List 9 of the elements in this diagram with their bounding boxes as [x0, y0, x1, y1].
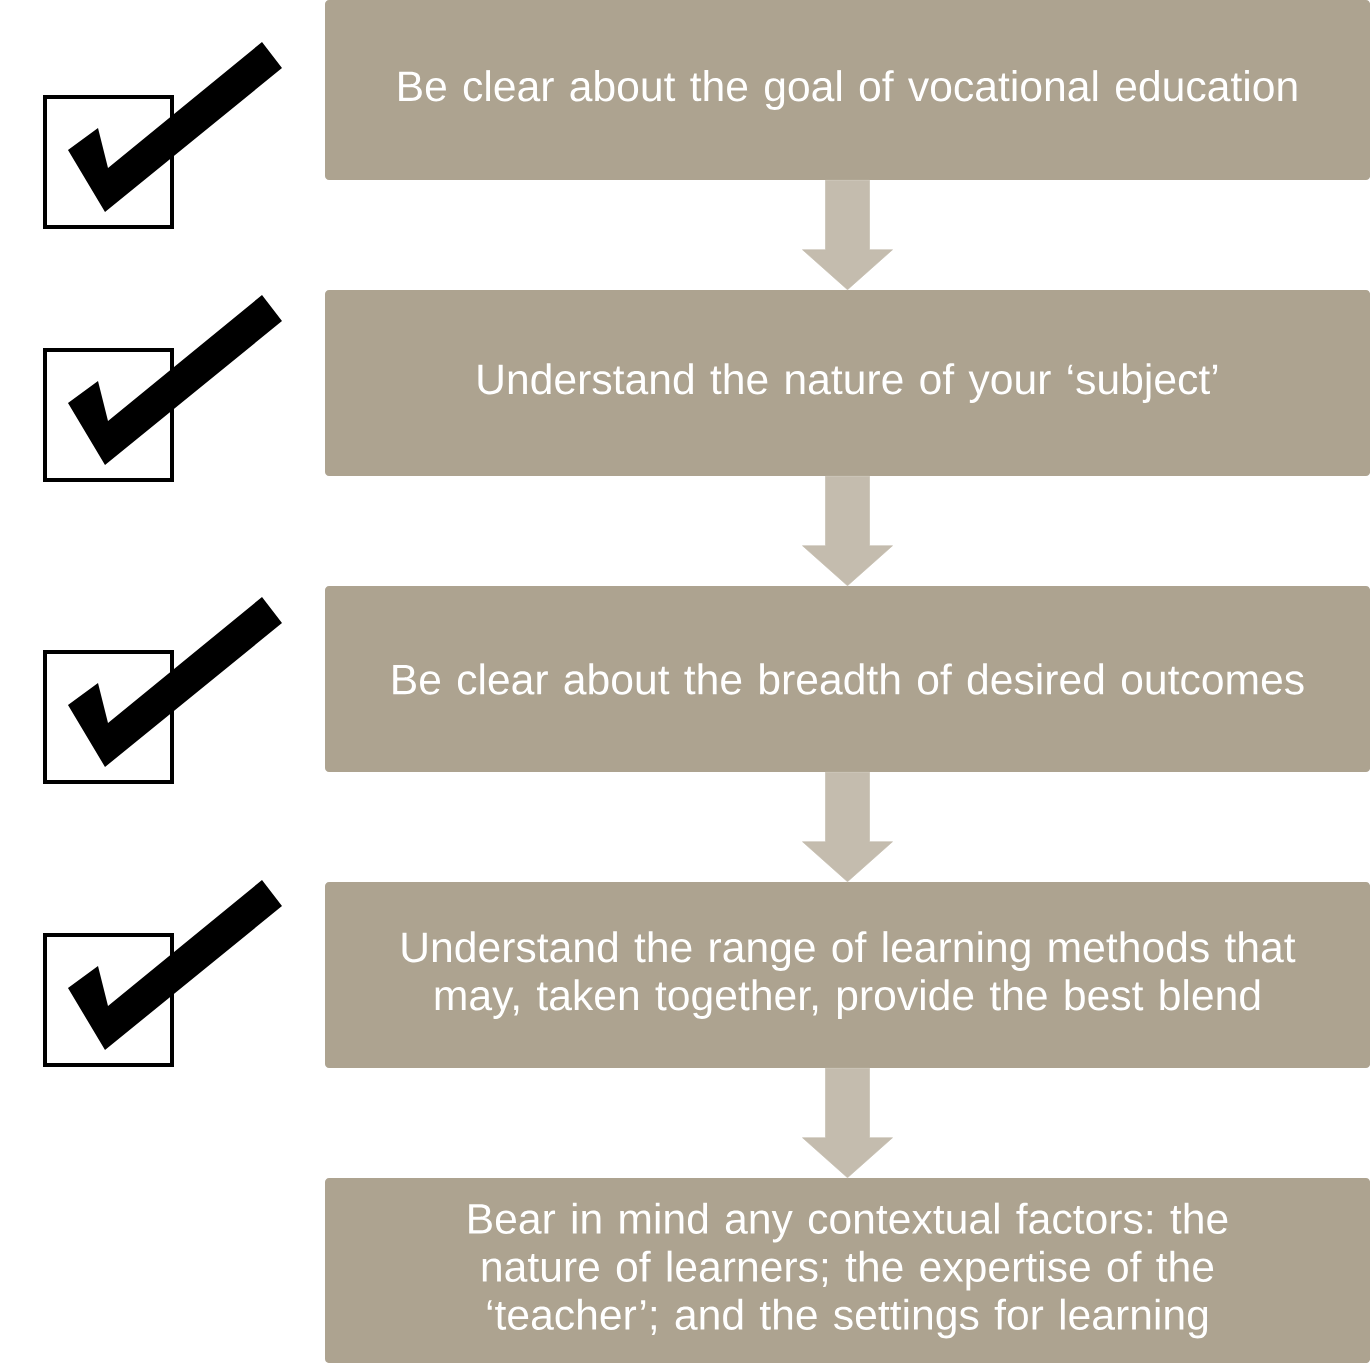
step-box: Understand the nature of your ‘subject’ [325, 290, 1370, 476]
arrow [802, 179, 893, 291]
step-box: Be clear about the breadth of desired outcomes [325, 586, 1370, 772]
step-box: Be clear about the goal of vocational education [325, 0, 1370, 180]
step-box: Bear in mind any contextual factors: the nature of learners; the expertise of the ‘teacher’; and the settings for learning [325, 1178, 1370, 1363]
step-box: Understand the range of learning methods that may, taken together, provide the best blend [325, 882, 1370, 1068]
arrow [802, 771, 893, 883]
arrow [802, 475, 893, 587]
arrow [802, 1067, 893, 1179]
